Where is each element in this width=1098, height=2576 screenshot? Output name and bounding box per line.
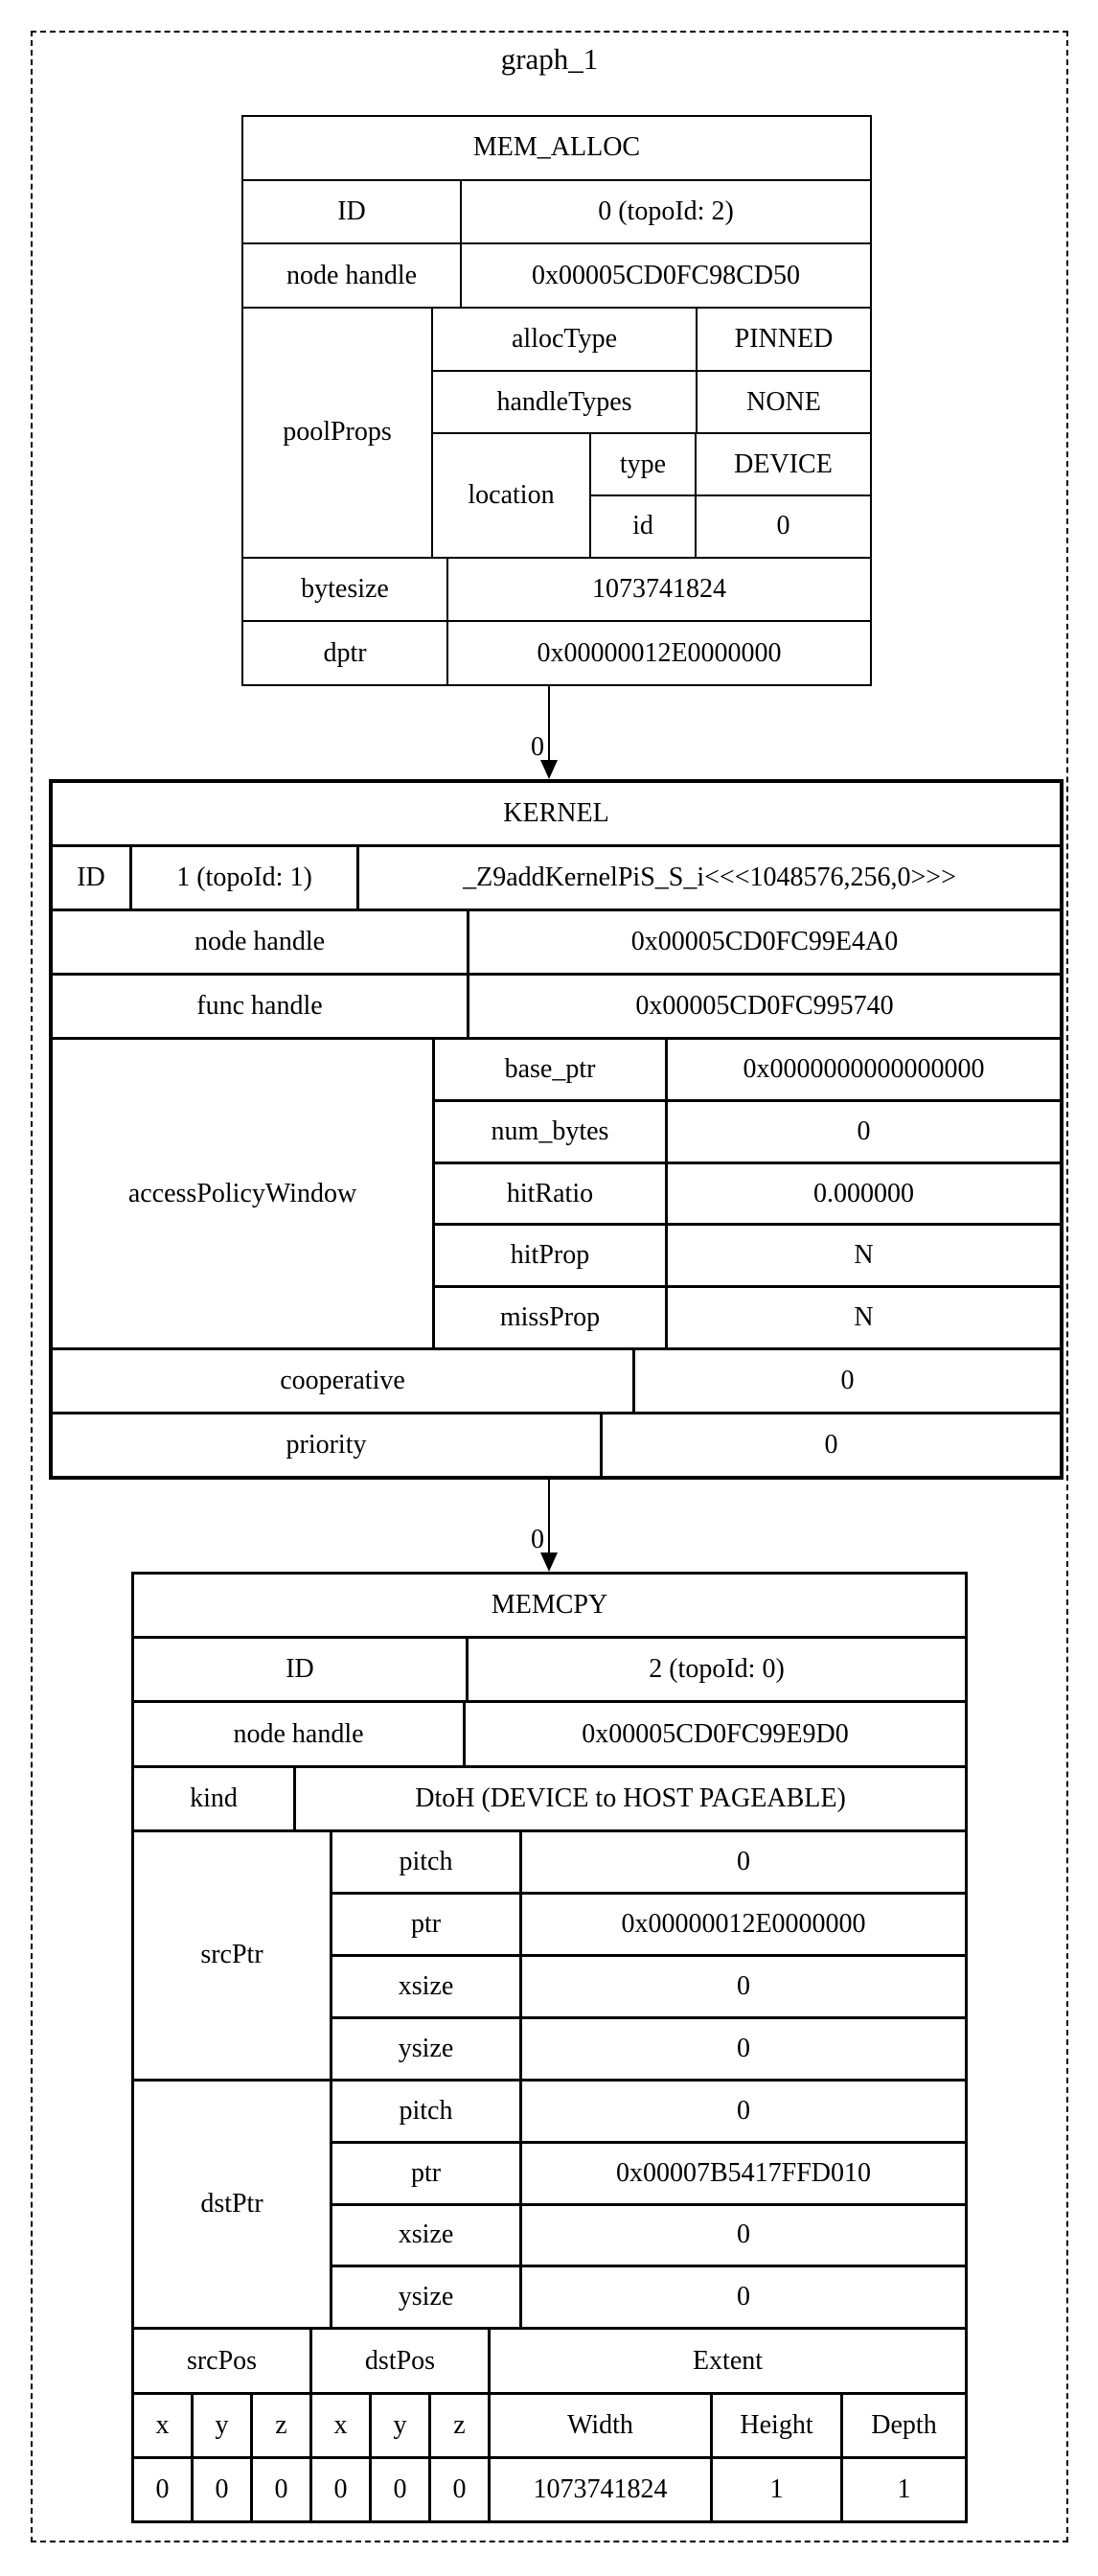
memcpy-extent-header: Extent (491, 2330, 965, 2392)
mem-alloc-node-handle-value: 0x00005CD0FC98CD50 (462, 244, 870, 308)
memcpy-id-label: ID (134, 1639, 466, 1701)
mem-alloc-dptr-label: dptr (243, 622, 446, 685)
kernel-base-ptr-value: 0x0000000000000000 (668, 1040, 1060, 1100)
mem-alloc-location-id-label: id (591, 496, 695, 557)
mem-alloc-bytesize-label: bytesize (243, 558, 446, 621)
memcpy-src-ptr-value: 0x00000012E0000000 (522, 1894, 965, 1954)
mem-alloc-dptr-value: 0x00000012E0000000 (448, 622, 870, 685)
memcpy-src-y-header: y (194, 2394, 250, 2456)
kernel-node: KERNEL ID 1 (topoId: 1) _Z9addKernelPiS_… (49, 779, 1064, 1480)
mem-alloc-bytesize-value: 1073741824 (448, 558, 870, 621)
kernel-num-bytes-label: num_bytes (435, 1102, 665, 1162)
memcpy-src-ptr-field-label: ptr (332, 1894, 519, 1954)
memcpy-src-x-value: 0 (134, 2458, 191, 2521)
memcpy-id-value: 2 (topoId: 0) (469, 1639, 965, 1701)
memcpy-node: MEMCPY ID 2 (topoId: 0) node handle 0x00… (131, 1572, 968, 2523)
memcpy-dst-ptr-field-label: ptr (332, 2143, 519, 2203)
memcpy-height-header: Height (713, 2394, 840, 2456)
mem-alloc-handle-types-label: handleTypes (433, 371, 696, 433)
kernel-num-bytes-value: 0 (668, 1102, 1060, 1162)
memcpy-src-pitch-value: 0 (522, 1831, 965, 1892)
edge-kernel-memcpy-label: 0 (531, 1525, 544, 1554)
memcpy-src-xsize-label: xsize (332, 1956, 519, 2016)
memcpy-height-value: 1 (713, 2458, 840, 2521)
edge-kernel-memcpy (548, 1480, 550, 1552)
memcpy-dst-xsize-value: 0 (522, 2205, 965, 2266)
memcpy-dst-x-value: 0 (312, 2458, 369, 2521)
memcpy-dst-ysize-value: 0 (522, 2267, 965, 2328)
graph-title: graph_1 (500, 42, 599, 76)
kernel-id-value: 1 (topoId: 1) (132, 847, 356, 909)
memcpy-width-header: Width (491, 2394, 710, 2456)
mem-alloc-location-label: location (433, 434, 589, 557)
memcpy-src-xsize-value: 0 (522, 1956, 965, 2016)
memcpy-src-z-header: z (253, 2394, 309, 2456)
memcpy-dst-xsize-label: xsize (332, 2205, 519, 2266)
kernel-hit-ratio-value: 0.000000 (668, 1163, 1060, 1224)
mem-alloc-handle-types-value: NONE (698, 371, 870, 433)
kernel-hit-prop-label: hitProp (435, 1226, 665, 1286)
memcpy-src-pitch-label: pitch (332, 1831, 519, 1892)
mem-alloc-pool-props-label: poolProps (243, 309, 431, 557)
kernel-signature: _Z9addKernelPiS_S_i<<<1048576,256,0>>> (359, 847, 1060, 909)
memcpy-src-ysize-label: ysize (332, 2018, 519, 2079)
kernel-title: KERNEL (53, 783, 1060, 845)
memcpy-kind-value: DtoH (DEVICE to HOST PAGEABLE) (296, 1767, 965, 1829)
edge-kernel-memcpy-arrowhead (540, 1552, 558, 1572)
memcpy-dst-z-value: 0 (431, 2458, 488, 2521)
memcpy-node-handle-label: node handle (134, 1703, 463, 1765)
memcpy-dst-pitch-value: 0 (522, 2081, 965, 2141)
mem-alloc-alloc-type-value: PINNED (698, 309, 870, 370)
mem-alloc-location-id-value: 0 (697, 496, 870, 557)
kernel-priority-value: 0 (603, 1414, 1060, 1477)
memcpy-src-pos-header: srcPos (134, 2330, 309, 2392)
memcpy-dst-pitch-label: pitch (332, 2081, 519, 2141)
kernel-id-label: ID (53, 847, 129, 909)
memcpy-dst-ptr-value: 0x00007B5417FFD010 (522, 2143, 965, 2203)
kernel-apw-label: accessPolicyWindow (53, 1040, 432, 1347)
memcpy-dst-pos-header: dstPos (312, 2330, 488, 2392)
kernel-cooperative-label: cooperative (53, 1349, 632, 1412)
memcpy-dst-ptr-label: dstPtr (134, 2081, 330, 2328)
kernel-priority-label: priority (53, 1414, 600, 1477)
cluster-border (31, 31, 1068, 2542)
mem-alloc-id-label: ID (243, 180, 460, 243)
kernel-node-handle-label: node handle (53, 911, 467, 974)
mem-alloc-location-type-value: DEVICE (697, 434, 870, 495)
kernel-miss-prop-value: N (668, 1288, 1060, 1347)
memcpy-width-value: 1073741824 (491, 2458, 710, 2521)
memcpy-src-z-value: 0 (253, 2458, 309, 2521)
memcpy-dst-x-header: x (312, 2394, 369, 2456)
memcpy-node-handle-value: 0x00005CD0FC99E9D0 (466, 1703, 965, 1765)
memcpy-src-ptr-label: srcPtr (134, 1831, 330, 2079)
kernel-node-handle-value: 0x00005CD0FC99E4A0 (469, 911, 1060, 974)
mem-alloc-id-value: 0 (topoId: 2) (462, 180, 870, 243)
mem-alloc-title: MEM_ALLOC (243, 117, 870, 179)
kernel-cooperative-value: 0 (635, 1349, 1060, 1412)
edge-memalloc-kernel-arrowhead (540, 760, 558, 779)
kernel-hit-prop-value: N (668, 1226, 1060, 1286)
memcpy-dst-y-value: 0 (372, 2458, 428, 2521)
mem-alloc-location-type-label: type (591, 434, 695, 495)
edge-memalloc-kernel (548, 686, 550, 761)
memcpy-dst-y-header: y (372, 2394, 428, 2456)
kernel-hit-ratio-label: hitRatio (435, 1163, 665, 1224)
mem-alloc-alloc-type-label: allocType (433, 309, 696, 370)
memcpy-depth-value: 1 (843, 2458, 965, 2521)
memcpy-dst-ysize-label: ysize (332, 2267, 519, 2328)
memcpy-title: MEMCPY (134, 1575, 965, 1637)
kernel-func-handle-value: 0x00005CD0FC995740 (469, 976, 1060, 1038)
memcpy-depth-header: Depth (843, 2394, 965, 2456)
mem-alloc-node: MEM_ALLOC ID 0 (topoId: 2) node handle 0… (241, 115, 872, 686)
memcpy-dst-z-header: z (431, 2394, 488, 2456)
memcpy-kind-label: kind (134, 1767, 293, 1829)
kernel-base-ptr-label: base_ptr (435, 1040, 665, 1100)
kernel-func-handle-label: func handle (53, 976, 467, 1038)
memcpy-src-x-header: x (134, 2394, 191, 2456)
mem-alloc-node-handle-label: node handle (243, 244, 460, 308)
memcpy-src-ysize-value: 0 (522, 2018, 965, 2079)
kernel-miss-prop-label: missProp (435, 1288, 665, 1347)
memcpy-src-y-value: 0 (194, 2458, 250, 2521)
edge-memalloc-kernel-label: 0 (531, 732, 544, 762)
